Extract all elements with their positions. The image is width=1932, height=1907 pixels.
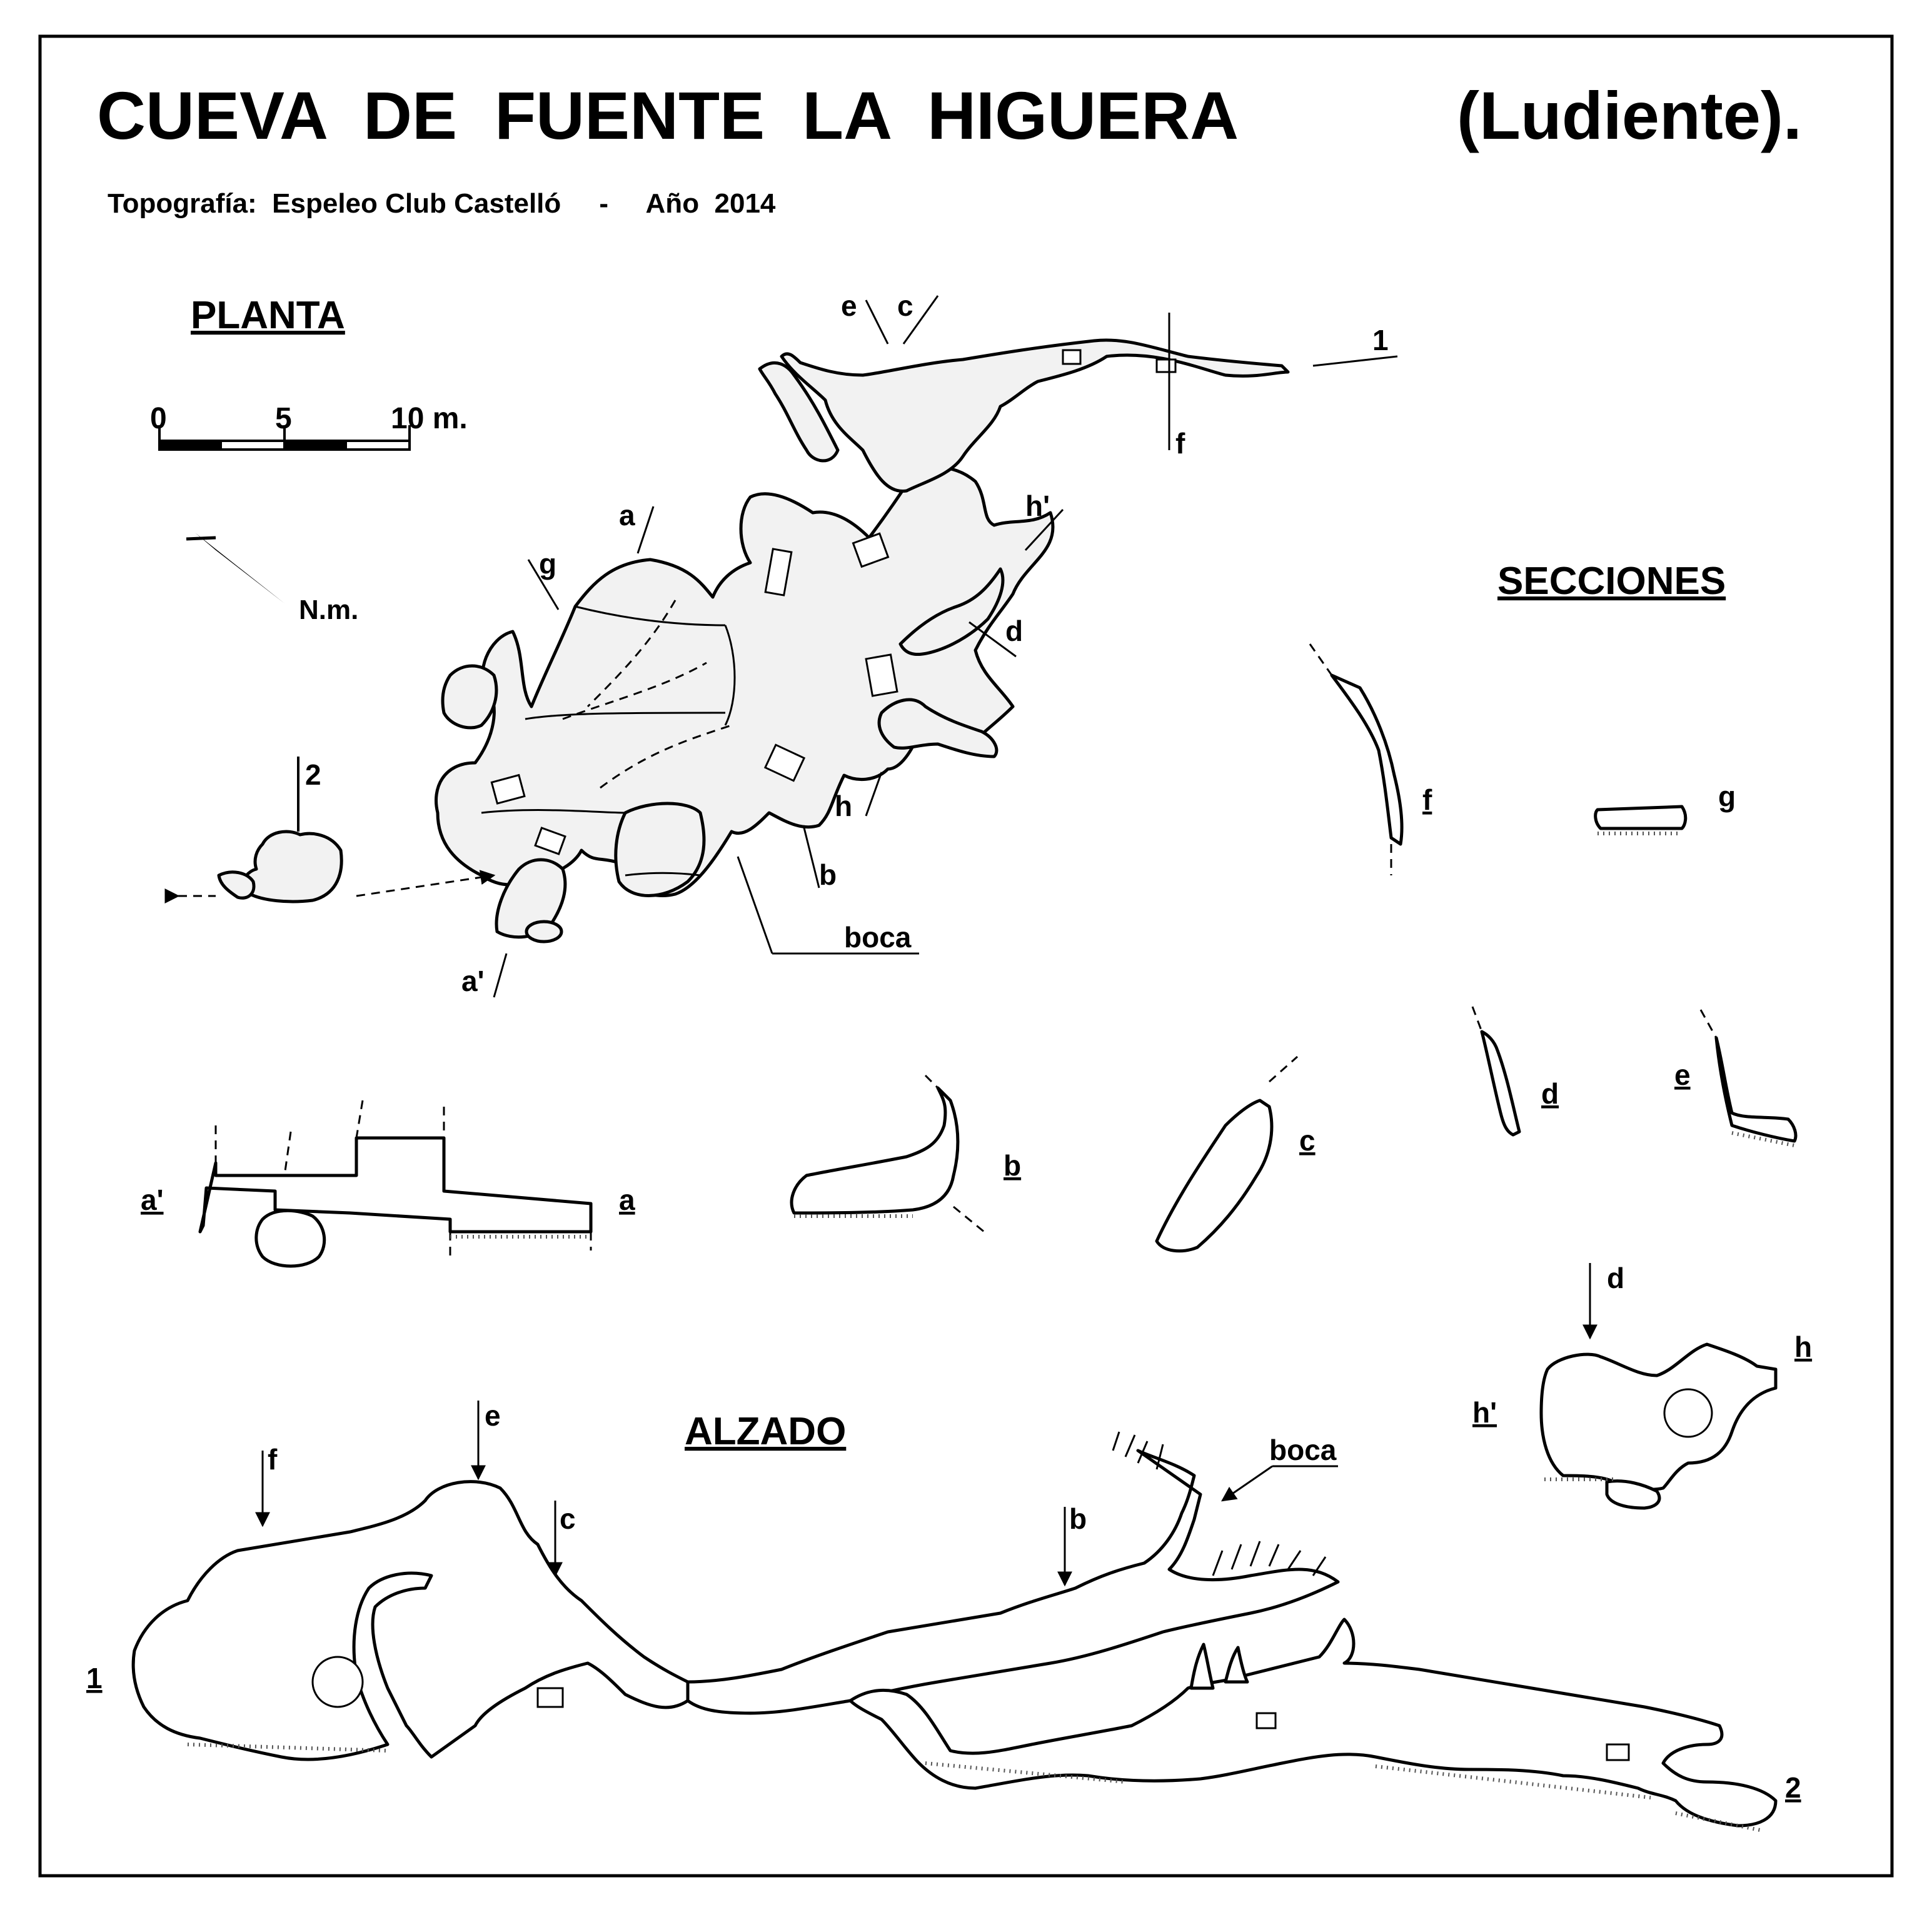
- plan-mark-f: f: [1175, 427, 1185, 460]
- section-b-profile: [790, 1074, 989, 1236]
- plan-end-2-detail: [217, 757, 343, 903]
- section-g-profile: [1594, 805, 1688, 830]
- plan-cave-outline: [435, 338, 1290, 943]
- north-arrow-icon: [186, 533, 284, 603]
- elevation-section-arrows: [255, 1401, 1338, 1587]
- plan-mark-h-prime: h': [1025, 490, 1050, 522]
- section-a-label: a: [619, 1184, 635, 1216]
- plan-mark-h: h: [835, 790, 852, 822]
- scale-bar: [158, 425, 411, 451]
- scale-label-5: 5: [275, 402, 292, 435]
- north-label: N.m.: [299, 595, 358, 625]
- section-h-label: h: [1794, 1331, 1812, 1363]
- plan-link-arrow-right: [356, 870, 496, 897]
- plan-mark-g: g: [539, 548, 556, 580]
- section-d-marker-label: d: [1607, 1262, 1624, 1294]
- elevation-mark-c: c: [560, 1502, 576, 1535]
- plan-mark-2: 2: [305, 758, 321, 791]
- plan-mark-a: a: [619, 499, 635, 531]
- plan-mark-a-prime: a': [461, 965, 485, 997]
- scale-label-10: 10 m.: [391, 402, 468, 435]
- section-f-profile: [1309, 643, 1404, 875]
- page-frame: [38, 34, 1894, 1878]
- elevation-mark-b: b: [1069, 1502, 1087, 1535]
- plan-section-ticks: [493, 295, 1398, 998]
- section-e-label: e: [1674, 1059, 1691, 1091]
- section-h-prime-label: h': [1472, 1396, 1497, 1429]
- section-h-profile: [1539, 1263, 1778, 1510]
- section-b-label: b: [1004, 1149, 1021, 1182]
- plan-mark-d: d: [1005, 615, 1023, 647]
- section-a-profile: [198, 1100, 593, 1268]
- sections-heading: SECCIONES: [1497, 560, 1726, 603]
- section-d-profile: [1471, 1006, 1521, 1137]
- section-g-label: g: [1718, 780, 1736, 813]
- plan-mark-b: b: [819, 858, 837, 891]
- plan-heading: PLANTA: [191, 294, 345, 337]
- elevation-heading: ALZADO: [685, 1410, 846, 1453]
- map-title-suffix: (Ludiente).: [1457, 78, 1802, 153]
- section-d-label: d: [1541, 1077, 1559, 1110]
- section-e-profile: [1699, 1009, 1798, 1147]
- map-credits: Topografía: Espeleo Club Castelló - Año …: [108, 188, 776, 219]
- plan-mark-1: 1: [1372, 324, 1389, 356]
- elevation-mark-e: e: [485, 1399, 501, 1432]
- plan-mark-e: e: [841, 289, 857, 322]
- scale-label-0: 0: [150, 402, 167, 435]
- elevation-mark-f: f: [268, 1443, 278, 1476]
- elevation-entrance-label: boca: [1269, 1434, 1337, 1466]
- plan-entrance-label: boca: [844, 921, 912, 954]
- plan-mark-c: c: [897, 289, 913, 322]
- section-c-label: c: [1299, 1124, 1316, 1157]
- section-c-profile: [1155, 1055, 1298, 1253]
- section-a-prime-label: a': [141, 1184, 164, 1216]
- elevation-end-1: 1: [86, 1662, 103, 1694]
- map-title: CUEVA DE FUENTE LA HIGUERA: [97, 78, 1239, 153]
- section-f-label: f: [1422, 783, 1432, 816]
- elevation-end-2: 2: [1785, 1771, 1801, 1804]
- elevation-profile: [131, 1431, 1778, 1833]
